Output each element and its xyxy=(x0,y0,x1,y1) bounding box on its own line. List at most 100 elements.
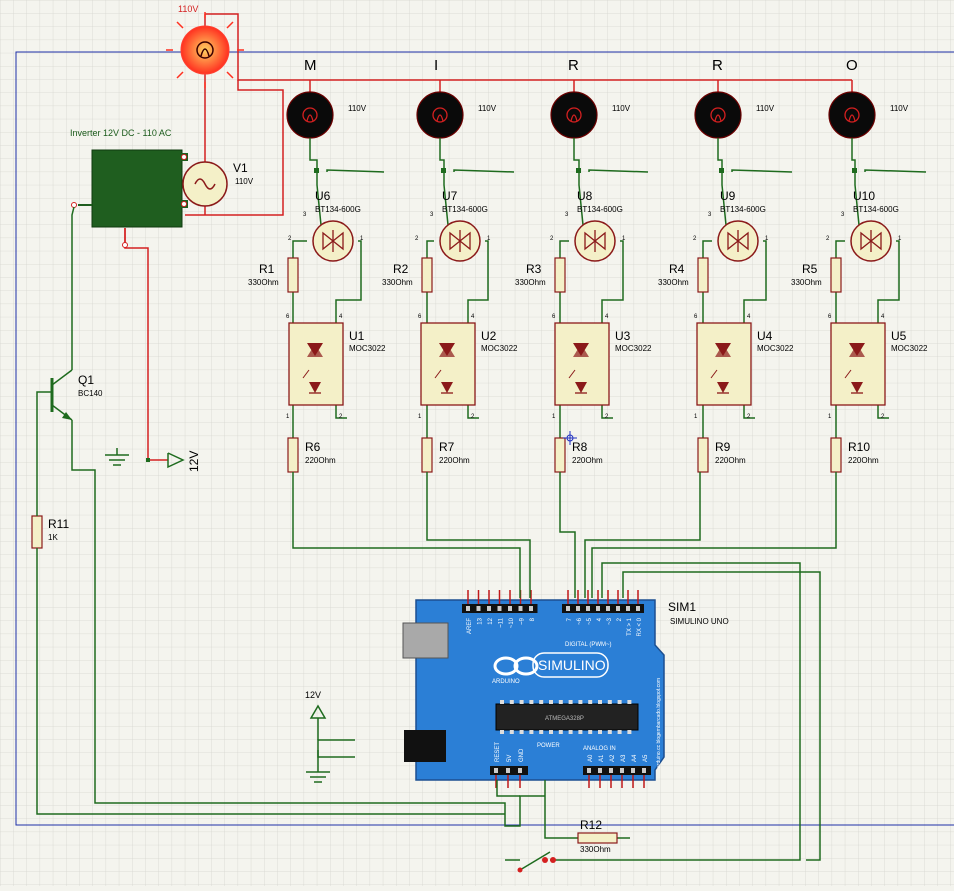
triac-pin-mt1: 1 xyxy=(487,236,491,242)
header-pin[interactable] xyxy=(497,606,502,611)
header-pin[interactable] xyxy=(586,606,590,611)
v1-source[interactable] xyxy=(182,161,228,207)
top-lamp[interactable] xyxy=(166,12,244,88)
chip-pin xyxy=(578,700,583,704)
header-pin[interactable] xyxy=(587,768,591,773)
base-resistor[interactable] xyxy=(287,437,299,473)
opto-pin-2: 2 xyxy=(747,414,751,420)
chip-pin xyxy=(539,730,544,734)
chip-pin xyxy=(500,700,504,704)
opto-part: MOC3022 xyxy=(615,344,652,353)
bus-wire xyxy=(453,169,515,173)
pin-label: ~9 xyxy=(520,617,526,625)
gate-resistor[interactable] xyxy=(830,257,842,293)
power-supply-12v[interactable] xyxy=(146,452,185,469)
chip-pin xyxy=(578,730,583,734)
optocoupler[interactable] xyxy=(420,322,476,406)
base-resistor[interactable] xyxy=(421,437,433,473)
pin-label: ~3 xyxy=(607,617,613,625)
header-pin[interactable] xyxy=(487,606,491,611)
pin-label: GND xyxy=(519,748,525,762)
optocoupler[interactable] xyxy=(830,322,886,406)
header-pin[interactable] xyxy=(529,606,533,611)
base-resistor-value: 220Ohm xyxy=(305,456,336,465)
base-resistor[interactable] xyxy=(830,437,842,473)
lamp[interactable] xyxy=(416,91,464,139)
header-pin[interactable] xyxy=(518,606,523,611)
header-pin[interactable] xyxy=(642,768,646,773)
gate-resistor[interactable] xyxy=(287,257,299,293)
optocoupler[interactable] xyxy=(696,322,752,406)
gate-resistor[interactable] xyxy=(697,257,709,293)
header-pin[interactable] xyxy=(476,606,481,611)
header-pin[interactable] xyxy=(518,768,522,773)
inverter[interactable] xyxy=(71,149,189,248)
board-side-text: arduino.cc blogembarcado.blogspot.com xyxy=(656,678,662,768)
opto-pin-4: 4 xyxy=(339,314,343,320)
lamp[interactable] xyxy=(286,91,334,139)
lamp[interactable] xyxy=(694,91,742,139)
header-pin[interactable] xyxy=(626,606,630,611)
signal-wires xyxy=(36,206,821,861)
base-resistor[interactable] xyxy=(554,437,566,473)
chip-pin xyxy=(568,700,573,704)
header-pin[interactable] xyxy=(508,606,512,611)
gate-resistor[interactable] xyxy=(421,257,433,293)
header-pin[interactable] xyxy=(494,768,498,773)
arduino-12v-symbol[interactable] xyxy=(309,704,327,740)
opto-triac-b xyxy=(307,344,323,357)
board-brand: SIMULINO xyxy=(538,657,606,673)
header-pin[interactable] xyxy=(466,606,470,611)
channel-wires xyxy=(426,138,515,438)
pin-label: 8 xyxy=(530,617,536,621)
header-pin[interactable] xyxy=(566,606,570,611)
header-pin[interactable] xyxy=(631,768,635,773)
header-pin[interactable] xyxy=(596,606,600,611)
header-pin[interactable] xyxy=(636,606,640,611)
pin-label: RX < 0 xyxy=(637,617,643,636)
header-pin[interactable] xyxy=(598,768,602,773)
r11-resistor[interactable] xyxy=(31,515,43,549)
triac[interactable] xyxy=(574,220,616,262)
power-jack xyxy=(404,730,446,762)
optocoupler[interactable] xyxy=(288,322,344,406)
q1-transistor[interactable] xyxy=(50,369,73,421)
triac[interactable] xyxy=(312,220,354,262)
triac[interactable] xyxy=(439,220,481,262)
triac[interactable] xyxy=(850,220,892,262)
triac-pin-mt1: 1 xyxy=(898,236,902,242)
lamp[interactable] xyxy=(550,91,598,139)
opto-ref: U5 xyxy=(891,329,907,343)
header-pin[interactable] xyxy=(606,606,610,611)
triac-symbol-b xyxy=(593,231,606,251)
header-pin[interactable] xyxy=(576,606,580,611)
r12-resistor[interactable] xyxy=(577,832,618,844)
header-pin[interactable] xyxy=(506,768,510,773)
mt1-wire xyxy=(335,240,362,323)
arduino-board[interactable]: ATMEGA328P SIMULINO ARDUINO DIGITAL (PWM… xyxy=(402,590,665,788)
chip-text: ATMEGA328P xyxy=(545,716,584,722)
chip-pin xyxy=(539,700,544,704)
gate-resistor[interactable] xyxy=(554,257,566,293)
pin-label: A4 xyxy=(632,754,638,762)
digital-label: DIGITAL (PWM~) xyxy=(565,642,612,648)
optocoupler[interactable] xyxy=(554,322,610,406)
triac[interactable] xyxy=(717,220,759,262)
header-pin[interactable] xyxy=(620,768,624,773)
header-pin[interactable] xyxy=(616,606,620,611)
pin-label: A3 xyxy=(621,754,627,762)
opto-part: MOC3022 xyxy=(891,344,928,353)
opto-pin-4: 4 xyxy=(605,314,609,320)
push-button-switch[interactable] xyxy=(517,851,557,873)
base-resistor[interactable] xyxy=(697,437,709,473)
mt2-wire xyxy=(573,138,584,226)
chip-pin xyxy=(529,730,534,734)
channel-wires xyxy=(292,138,385,438)
header-pin[interactable] xyxy=(609,768,613,773)
lamp[interactable] xyxy=(828,91,876,139)
